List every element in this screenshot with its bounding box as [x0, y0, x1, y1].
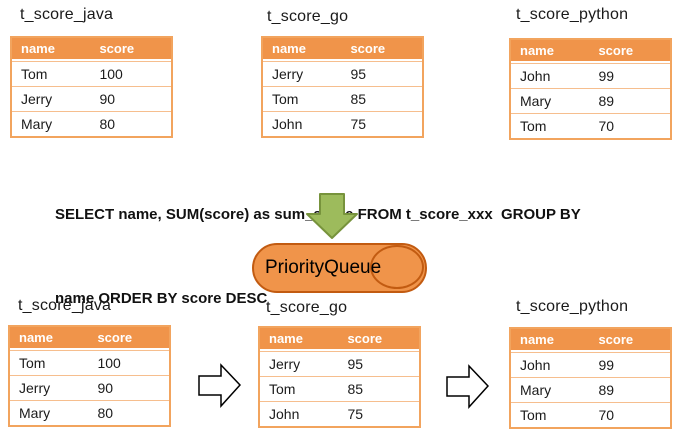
- sql-line-1: SELECT name, SUM(score) as sum_score FRO…: [55, 206, 581, 223]
- column-header-score: score: [97, 330, 133, 345]
- column-header-score: score: [350, 41, 386, 56]
- cell-name: Tom: [272, 91, 299, 107]
- table-row: Jerry 95: [263, 61, 422, 86]
- table-row: Tom 85: [260, 376, 419, 401]
- cell-name: Tom: [520, 118, 547, 134]
- cell-name: Tom: [21, 66, 48, 82]
- table-title-java-top: t_score_java: [20, 6, 114, 23]
- cell-score: 100: [97, 355, 121, 371]
- table-row: Mary 89: [511, 377, 670, 402]
- column-header-score: score: [347, 331, 383, 346]
- table-header-row: name score: [511, 329, 670, 352]
- column-header-name: name: [21, 41, 55, 56]
- cell-name: Jerry: [21, 91, 53, 107]
- cell-score: 70: [598, 407, 615, 423]
- table-row: Mary 89: [511, 88, 670, 113]
- cell-score: 80: [97, 405, 114, 421]
- table-t-score-python-bottom: name score John 99 Mary 89 Tom 70: [509, 327, 672, 429]
- sql-statement: SELECT name, SUM(score) as sum_score FRO…: [55, 145, 645, 341]
- table-row: Tom 100: [12, 61, 171, 86]
- cell-score: 90: [97, 380, 114, 396]
- right-arrow-icon: [446, 364, 489, 409]
- cell-name: John: [272, 116, 303, 132]
- column-header-name: name: [520, 332, 554, 347]
- table-t-score-python-top: name score John 99 Mary 89 Tom 70: [509, 38, 672, 140]
- column-header-name: name: [19, 330, 53, 345]
- column-header-score: score: [99, 41, 135, 56]
- cell-score: 90: [99, 91, 116, 107]
- table-header-row: name score: [263, 38, 422, 61]
- cell-name: Tom: [19, 355, 46, 371]
- cell-name: Jerry: [269, 356, 301, 372]
- cell-score: 100: [99, 66, 123, 82]
- cell-name: Jerry: [272, 66, 304, 82]
- table-t-score-go-top: name score Jerry 95 Tom 85 John 75: [261, 36, 424, 138]
- cell-score: 70: [598, 118, 615, 134]
- column-header-name: name: [272, 41, 306, 56]
- table-row: Mary 80: [12, 111, 171, 136]
- table-title-java-bottom: t_score_java: [18, 297, 112, 314]
- cell-name: Jerry: [19, 380, 51, 396]
- right-arrow-icon: [198, 363, 241, 408]
- table-row: Mary 80: [10, 400, 169, 425]
- cell-score: 99: [598, 357, 615, 373]
- table-row: Tom 85: [263, 86, 422, 111]
- cell-score: 89: [598, 382, 615, 398]
- cell-name: John: [269, 406, 300, 422]
- column-header-name: name: [269, 331, 303, 346]
- table-row: Tom 70: [511, 113, 670, 138]
- table-t-score-java-top: name score Tom 100 Jerry 90 Mary 80: [10, 36, 173, 138]
- table-row: John 99: [511, 63, 670, 88]
- cell-name: John: [520, 357, 551, 373]
- priority-queue-label: PriorityQueue: [265, 257, 382, 278]
- table-header-row: name score: [260, 328, 419, 351]
- table-row: Jerry 90: [10, 375, 169, 400]
- cell-score: 89: [598, 93, 615, 109]
- column-header-name: name: [520, 43, 554, 58]
- table-row: Jerry 90: [12, 86, 171, 111]
- priority-queue-shape: PriorityQueue: [252, 243, 427, 293]
- cell-name: Mary: [520, 93, 552, 109]
- table-title-go-bottom: t_score_go: [266, 299, 348, 316]
- sql-line-2: name ORDER BY score DESC: [55, 290, 268, 307]
- table-header-row: name score: [10, 327, 169, 350]
- table-header-row: name score: [511, 40, 670, 63]
- column-header-score: score: [598, 43, 634, 58]
- cell-name: Mary: [19, 405, 51, 421]
- cell-name: John: [520, 68, 551, 84]
- cylinder-end-cap: [370, 245, 424, 289]
- table-title-go-top: t_score_go: [267, 8, 349, 25]
- cell-score: 85: [350, 91, 367, 107]
- down-arrow-icon: [306, 193, 358, 239]
- cell-name: Mary: [520, 382, 552, 398]
- cell-name: Mary: [21, 116, 53, 132]
- table-row: Tom 100: [10, 350, 169, 375]
- column-header-score: score: [598, 332, 634, 347]
- cell-score: 80: [99, 116, 116, 132]
- cell-score: 95: [350, 66, 367, 82]
- table-title-python-top: t_score_python: [516, 6, 629, 23]
- table-row: John 75: [260, 401, 419, 426]
- table-row: John 75: [263, 111, 422, 136]
- cell-score: 75: [347, 406, 364, 422]
- table-t-score-java-bottom: name score Tom 100 Jerry 90 Mary 80: [8, 325, 171, 427]
- table-t-score-go-bottom: name score Jerry 95 Tom 85 John 75: [258, 326, 421, 428]
- table-header-row: name score: [12, 38, 171, 61]
- cell-score: 95: [347, 356, 364, 372]
- cell-score: 75: [350, 116, 367, 132]
- table-row: Jerry 95: [260, 351, 419, 376]
- cell-score: 99: [598, 68, 615, 84]
- table-row: Tom 70: [511, 402, 670, 427]
- cell-name: Tom: [520, 407, 547, 423]
- cell-name: Tom: [269, 381, 296, 397]
- cell-score: 85: [347, 381, 364, 397]
- table-title-python-bottom: t_score_python: [516, 298, 629, 315]
- table-row: John 99: [511, 352, 670, 377]
